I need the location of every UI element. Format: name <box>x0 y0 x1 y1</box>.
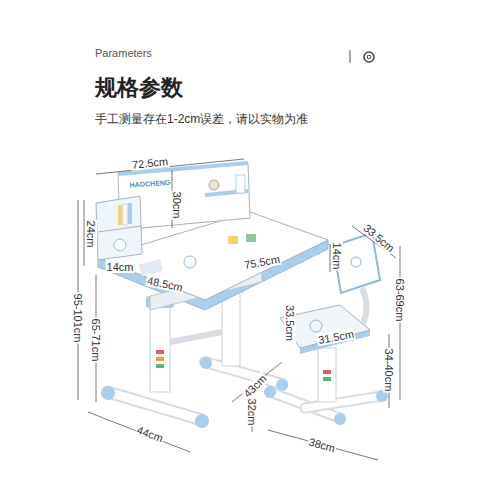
chair <box>264 386 276 398</box>
dimension-label: 43cm <box>241 372 270 401</box>
desk-legs <box>156 364 164 368</box>
dimension-label: 75.5cm <box>242 253 282 272</box>
desk-feet <box>195 414 209 428</box>
dimension-label: 65-71cm <box>90 318 102 363</box>
dimension-label: 14cm <box>106 261 135 273</box>
chair <box>351 257 361 267</box>
header-icons <box>364 52 374 62</box>
desk-body <box>98 212 328 310</box>
dimension-label: 24cm <box>85 220 97 249</box>
dimension-label: 30cm <box>171 191 183 220</box>
chair <box>310 320 322 332</box>
brand-logo: HAOCHENG <box>129 179 170 190</box>
dimension-lines <box>400 246 401 400</box>
dimension-label: 38cm <box>306 435 337 454</box>
desk-legs <box>150 300 170 392</box>
dimension-label: 33.5cm <box>361 221 398 255</box>
header-icons <box>350 50 374 63</box>
dimension-label: 95-101cm <box>72 293 84 344</box>
desk-body <box>184 256 196 268</box>
header-icons <box>367 55 371 59</box>
desk-hutch <box>114 239 126 251</box>
desk-hutch <box>96 196 142 260</box>
dimension-lines <box>96 159 244 174</box>
desk-feet <box>205 362 282 384</box>
desk-hutch <box>123 204 127 225</box>
desk-feet <box>200 357 212 369</box>
desk-feet <box>101 357 288 428</box>
dimension-label: 44cm <box>134 423 165 444</box>
desk-hutch <box>236 175 245 193</box>
desk-hutch <box>209 180 219 190</box>
dimension-label: 72.5cm <box>130 155 169 171</box>
dimension-label: 31.5cm <box>316 328 356 347</box>
desk-body <box>228 236 238 244</box>
dimension-lines <box>78 159 400 460</box>
dimension-lines <box>232 362 282 402</box>
desk-feet <box>108 392 202 420</box>
chair <box>323 370 331 374</box>
dimension-label: 34-40cm <box>383 348 395 393</box>
chair <box>264 233 388 425</box>
desk-body <box>246 234 256 242</box>
chair <box>305 396 382 408</box>
desk-legs <box>156 357 164 361</box>
dimension-label: 48.5cm <box>145 274 185 294</box>
chair <box>318 348 336 402</box>
desk-hutch <box>118 205 122 225</box>
dimension-label: 63-69cm <box>394 278 406 323</box>
chair <box>305 396 382 408</box>
chair <box>323 377 331 381</box>
desk-feet <box>108 392 202 420</box>
page-title: 规格参数 <box>95 76 183 100</box>
dimension-label: 32cm <box>246 398 258 427</box>
desk-feet <box>205 362 282 384</box>
dimension-lines <box>268 430 378 460</box>
desk-legs <box>170 332 222 342</box>
note-text: 手工测量存在1-2cm误差，请以实物为准 <box>95 113 308 126</box>
desk-body <box>139 259 163 276</box>
chair <box>334 413 346 425</box>
desk-legs <box>156 350 164 354</box>
dimension-label: 33.5cm <box>284 304 296 342</box>
header-icons <box>350 50 351 63</box>
dimension-label: 14cm <box>331 242 343 271</box>
desk-hutch <box>128 203 132 224</box>
header-label: Parameters <box>95 47 152 59</box>
desk-hutch <box>98 226 141 232</box>
desk-hutch <box>96 163 250 260</box>
dimension-lines <box>88 412 190 452</box>
desk-feet <box>101 386 115 400</box>
